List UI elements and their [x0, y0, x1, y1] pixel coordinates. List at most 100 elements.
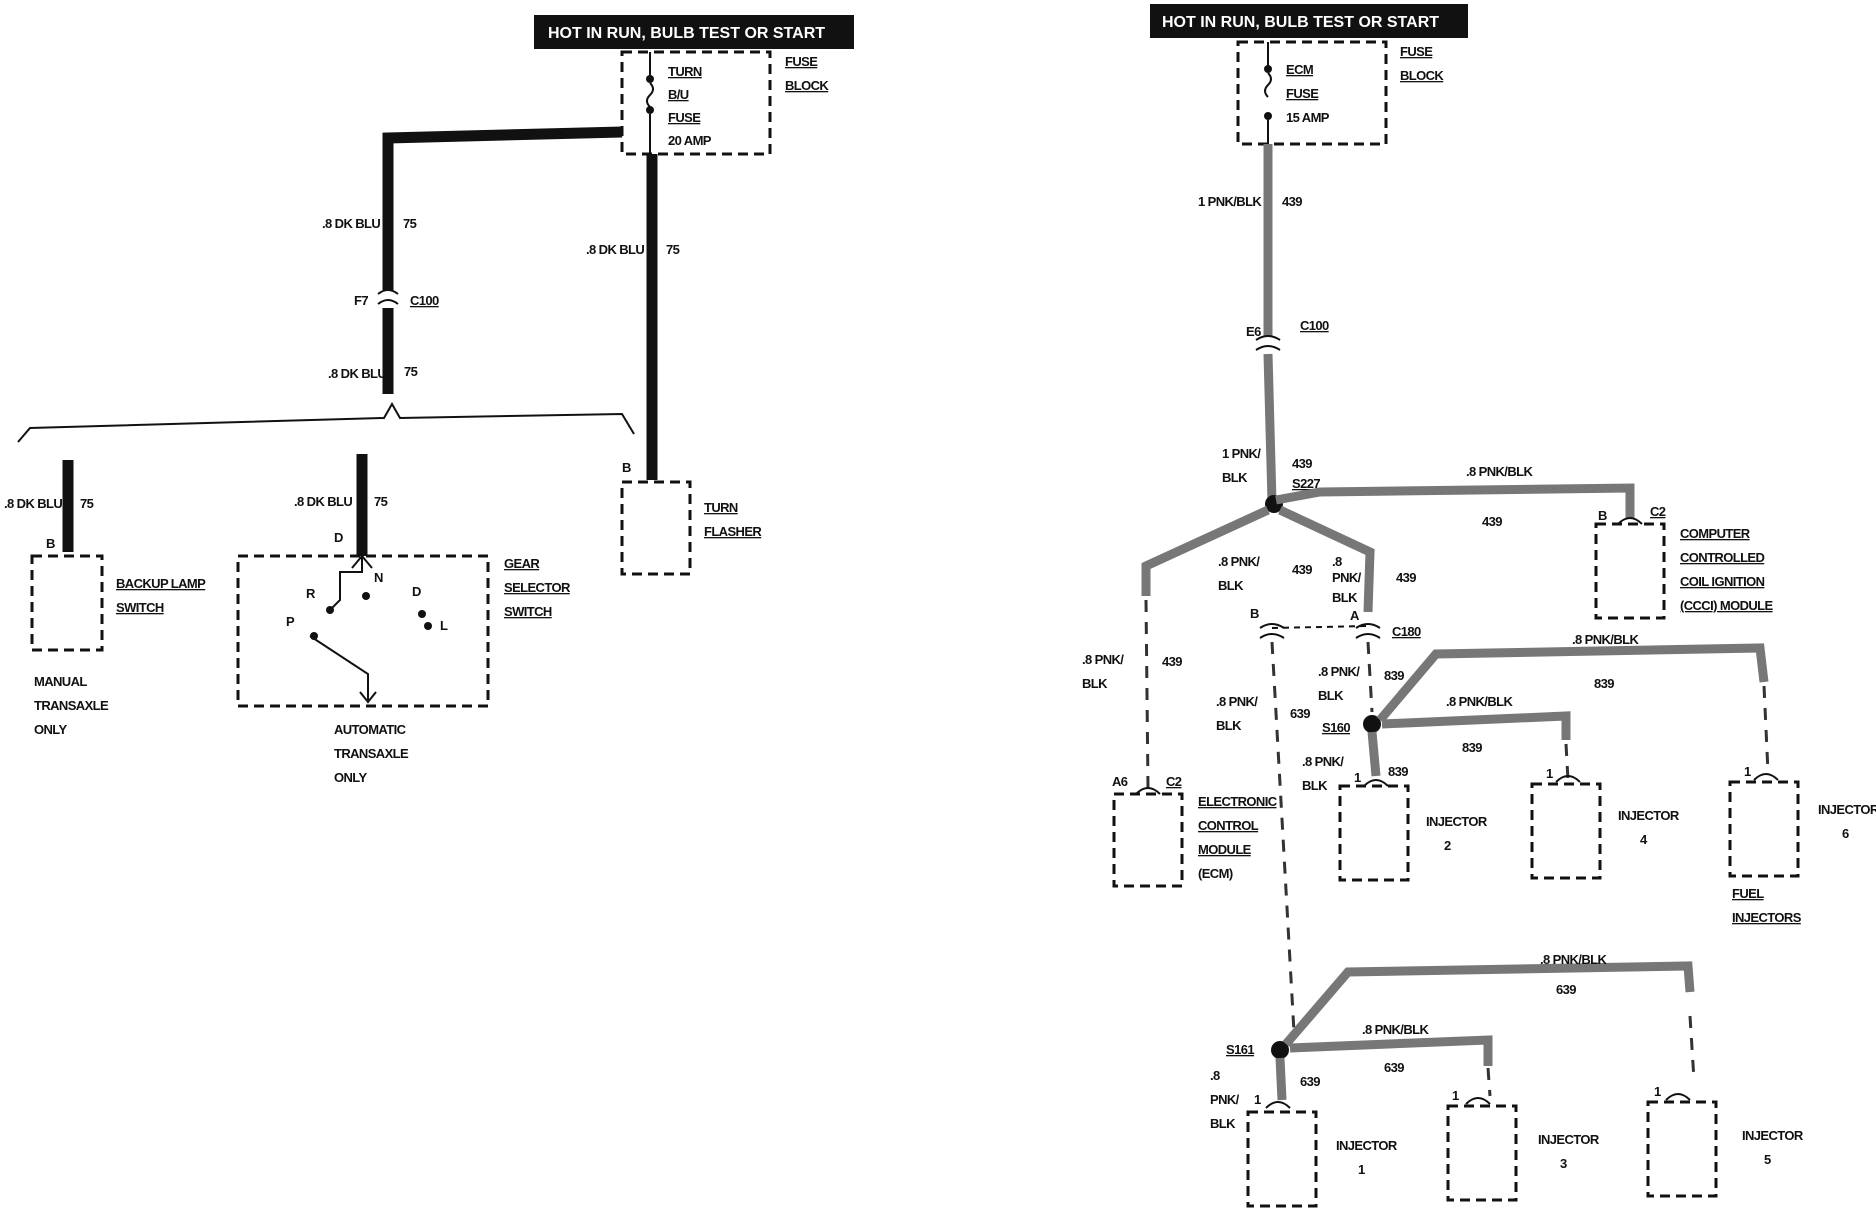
inj4-name: INJECTOR — [1618, 808, 1680, 823]
injector-6 — [1728, 780, 1800, 878]
left-c100-name: C100 — [410, 293, 439, 308]
left-header-text: HOT IN RUN, BULB TEST OR START — [548, 25, 825, 42]
ccci-name3: COIL IGNITION — [1680, 574, 1765, 589]
right-main-wire-label: 1 PNK/BLK — [1198, 194, 1262, 209]
ecm-branch-circuit: 439 — [1162, 654, 1182, 669]
left-circuit: HOT IN RUN, BULB TEST OR START TURN B/U … — [4, 15, 854, 785]
s227-wire2: BLK — [1222, 470, 1248, 485]
ecm-conn: C2 — [1166, 774, 1182, 789]
gear-name1: GEAR — [504, 556, 540, 571]
left-fuse-line2: B/U — [668, 87, 689, 102]
left-c100-pin: F7 — [354, 293, 368, 308]
c180-branch-wire — [1278, 505, 1375, 613]
inj4-pin: 1 — [1546, 766, 1553, 781]
s160-down-circuit: 839 — [1388, 764, 1408, 779]
inj3-dashed-wire — [1486, 1067, 1492, 1097]
s161-wire1: .8 — [1210, 1068, 1220, 1083]
gear-selector-switch — [236, 554, 490, 708]
b639-wire2: BLK — [1216, 718, 1242, 733]
right-fuse-line3: 15 AMP — [1286, 110, 1330, 125]
gear-name2: SELECTOR — [504, 580, 571, 595]
right-fuse-line2: FUSE — [1286, 86, 1319, 101]
inj4-dashed-wire — [1564, 743, 1570, 781]
inj2-num: 2 — [1444, 838, 1451, 853]
s161-down-wire — [1275, 1057, 1287, 1101]
s161-name: S161 — [1226, 1042, 1254, 1057]
backup-name1: BACKUP LAMP — [116, 576, 206, 591]
ecm-name3: MODULE — [1198, 842, 1252, 857]
s161-top-wire — [1282, 961, 1695, 1047]
s227-name: S227 — [1292, 476, 1320, 491]
a839-circuit: 839 — [1384, 668, 1404, 683]
c180-b-wire — [1270, 641, 1296, 1033]
ccci-module — [1594, 522, 1666, 620]
branch-mid-circuit: 439 — [1396, 570, 1416, 585]
gear-wire-label: .8 DK BLU — [294, 494, 352, 509]
inj6-num: 6 — [1842, 826, 1849, 841]
right-fuse-block-label2: BLOCK — [1400, 68, 1444, 83]
injector-2 — [1338, 784, 1410, 882]
gear-pin: D — [334, 530, 343, 545]
gear-d: D — [412, 584, 421, 599]
s160-top-circuit: 839 — [1594, 676, 1614, 691]
branch-mid-wire3: BLK — [1332, 590, 1358, 605]
s161-circuit-down: 639 — [1300, 1074, 1320, 1089]
a839-wire2: BLK — [1318, 688, 1344, 703]
fuel-injectors-label1: FUEL — [1732, 886, 1764, 901]
inj6-dashed-wire — [1762, 685, 1770, 773]
inj2-name: INJECTOR — [1426, 814, 1488, 829]
ecm-branch-wire2: BLK — [1082, 676, 1108, 691]
left-fuse-line4: 20 AMP — [668, 133, 712, 148]
inj6-pin: 1 — [1744, 764, 1751, 779]
backup-lamp-switch — [30, 554, 104, 652]
gear-n: N — [374, 570, 383, 585]
inj3-pin: 1 — [1452, 1088, 1459, 1103]
ecm-dashed-wire — [1144, 599, 1150, 789]
ccci-name4: (CCCI) MODULE — [1680, 598, 1774, 613]
s227-circuit: 439 — [1292, 456, 1312, 471]
s160-top-wire — [1376, 643, 1769, 723]
s161-mid-circuit: 639 — [1384, 1060, 1404, 1075]
gear-p: P — [286, 614, 295, 629]
backup-note1: MANUAL — [34, 674, 87, 689]
s160-mid-wire-label: .8 PNK/BLK — [1446, 694, 1513, 709]
ccci-pin: B — [1598, 508, 1607, 523]
ccci-wire — [1275, 483, 1635, 518]
branch-left-wire2: BLK — [1218, 578, 1244, 593]
c180-pin-a: A — [1350, 608, 1360, 623]
gear-note2: TRANSAXLE — [334, 746, 409, 761]
s161-top-wire-label: .8 PNK/BLK — [1540, 952, 1607, 967]
right-header-banner — [1150, 4, 1468, 38]
backup-note3: ONLY — [34, 722, 67, 737]
s160-name: S160 — [1322, 720, 1350, 735]
s160-down-wire — [1367, 731, 1381, 777]
inj5-dashed-wire — [1688, 1015, 1696, 1081]
splice-s161 — [1271, 1041, 1289, 1059]
right-circuit: HOT IN RUN, BULB TEST OR START ECM FUSE … — [1082, 4, 1876, 1208]
inj5-num: 5 — [1764, 1152, 1771, 1167]
left-wire-upper-circuit: 75 — [403, 216, 417, 231]
gear-wire-circuit: 75 — [374, 494, 388, 509]
right-c100-name: C100 — [1300, 318, 1329, 333]
s160-mid-wire — [1381, 711, 1571, 740]
branch-mid-wire1: .8 — [1332, 554, 1342, 569]
ccci-wire-label: .8 PNK/BLK — [1466, 464, 1533, 479]
b639-wire1: .8 PNK/ — [1216, 694, 1258, 709]
backup-wire-label: .8 DK BLU — [4, 496, 62, 511]
left-fuse-block-label1: FUSE — [785, 54, 818, 69]
backup-note2: TRANSAXLE — [34, 698, 109, 713]
right-wire-to-s227 — [1263, 353, 1277, 503]
s227-wire1: 1 PNK/ — [1222, 446, 1261, 461]
gear-r: R — [306, 586, 316, 601]
ecm-branch-wire — [1141, 505, 1270, 596]
left-wire-upper — [382, 126, 623, 290]
ecm-pin: A6 — [1112, 774, 1128, 789]
s160-mid-circuit: 839 — [1462, 740, 1482, 755]
ecm-name1: ELECTRONIC — [1198, 794, 1278, 809]
right-fuse-line1: ECM — [1286, 62, 1313, 77]
right-main-wire-circuit: 439 — [1282, 194, 1302, 209]
turn-flasher — [620, 480, 692, 576]
branch-mid-wire2: PNK/ — [1332, 570, 1362, 585]
s160-down-wire2: BLK — [1302, 778, 1328, 793]
